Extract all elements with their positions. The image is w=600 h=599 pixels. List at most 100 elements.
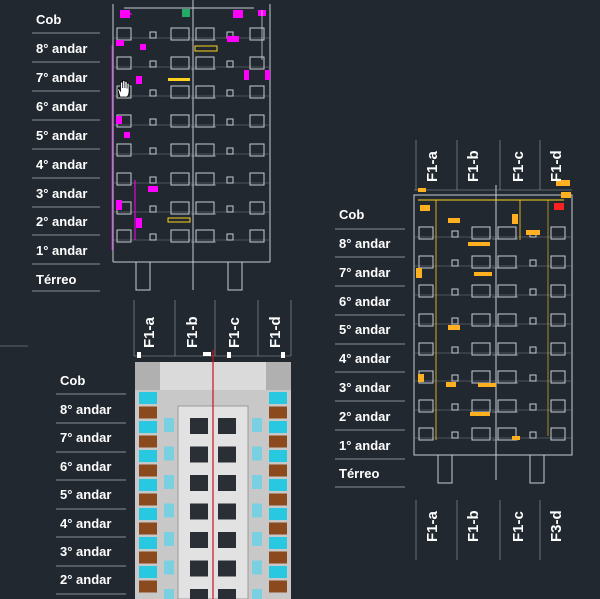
window xyxy=(249,229,265,243)
pipe-marker-magenta xyxy=(265,70,270,80)
shaft-tick xyxy=(203,352,211,356)
facade-panel xyxy=(139,537,157,549)
shaft-label-f1d: F1-d xyxy=(267,316,284,348)
window xyxy=(226,147,234,155)
window xyxy=(471,284,491,298)
window xyxy=(164,418,174,432)
window xyxy=(170,27,190,41)
pillar xyxy=(135,261,151,291)
window xyxy=(170,56,190,70)
window xyxy=(471,313,491,327)
window xyxy=(226,205,234,213)
window xyxy=(418,284,434,298)
floor-label-cob: Cob xyxy=(339,207,365,222)
facade-panel xyxy=(139,406,157,419)
window xyxy=(170,172,190,186)
window xyxy=(149,176,157,184)
shaft-tick xyxy=(281,352,285,358)
pipe-marker-magenta xyxy=(116,40,124,46)
window xyxy=(226,176,234,184)
window xyxy=(471,255,491,269)
window xyxy=(550,399,566,413)
pipe-marker-orange xyxy=(446,382,456,387)
window xyxy=(451,431,459,439)
floor-label-5: 5° andar xyxy=(60,487,112,502)
floor-label-5: 5° andar xyxy=(36,128,88,143)
window xyxy=(226,233,234,241)
facade-panel xyxy=(139,508,157,520)
facade-panel xyxy=(269,479,287,491)
window xyxy=(529,317,537,325)
facade-panel xyxy=(269,464,287,477)
facade-panel xyxy=(269,493,287,506)
window xyxy=(164,560,174,575)
floor-label-1: 1° andar xyxy=(36,243,88,258)
window xyxy=(164,446,174,461)
window xyxy=(252,560,262,575)
pipe-marker-orange xyxy=(526,230,540,235)
facade-panel xyxy=(139,566,157,578)
pillar xyxy=(529,454,545,484)
pipe-marker-orange xyxy=(561,192,571,198)
window xyxy=(218,418,236,434)
facade-panel xyxy=(139,464,157,477)
window xyxy=(471,427,491,441)
window xyxy=(190,589,208,599)
window xyxy=(164,589,174,599)
shaft-label-f1b: F1-b xyxy=(184,316,201,348)
facade-panel xyxy=(269,392,287,404)
facade-panel xyxy=(269,508,287,520)
pipe-marker-orange xyxy=(418,374,424,382)
facade-panel xyxy=(139,551,157,564)
pipe-marker-orange xyxy=(512,214,518,224)
shaft-label-f1a: F1-a xyxy=(141,317,158,348)
pipe-marker-magenta xyxy=(233,10,243,18)
shaft-label-f1a-top: F1-a xyxy=(424,151,441,182)
window xyxy=(249,85,265,99)
window xyxy=(550,255,566,269)
window xyxy=(164,475,174,489)
window xyxy=(418,255,434,269)
window xyxy=(170,114,190,128)
window xyxy=(116,172,132,186)
facade-panel xyxy=(269,580,287,593)
shaft-tick xyxy=(227,352,231,358)
window xyxy=(550,370,566,384)
window xyxy=(249,56,265,70)
facade-panel xyxy=(139,522,157,535)
pipe-marker-orange xyxy=(416,268,422,278)
window xyxy=(116,56,132,70)
pipe-marker-orange xyxy=(448,218,460,223)
floor-label-4: 4° andar xyxy=(339,351,391,366)
floor-label-5: 5° andar xyxy=(339,322,391,337)
facade-panel xyxy=(269,406,287,419)
window xyxy=(451,259,459,267)
window xyxy=(190,503,208,520)
pipe-marker-orange xyxy=(418,188,426,192)
facade-panel xyxy=(269,522,287,535)
window xyxy=(529,374,537,382)
window xyxy=(149,205,157,213)
window xyxy=(170,201,190,215)
window xyxy=(149,147,157,155)
window xyxy=(218,589,236,599)
floor-label-3: 3° andar xyxy=(36,186,88,201)
window xyxy=(529,288,537,296)
window xyxy=(249,201,265,215)
window xyxy=(451,346,459,354)
window xyxy=(550,342,566,356)
pipe-marker-magenta xyxy=(244,70,249,80)
window xyxy=(252,475,262,489)
pipe-marker-orange xyxy=(470,412,490,416)
facade-corner xyxy=(266,362,291,390)
window xyxy=(529,346,537,354)
floor-label-8: 8° andar xyxy=(36,41,88,56)
floor-label-7: 7° andar xyxy=(36,70,88,85)
window xyxy=(218,532,236,548)
floor-label-6: 6° andar xyxy=(36,99,88,114)
window xyxy=(529,259,537,267)
facade-panel xyxy=(269,566,287,578)
window xyxy=(418,427,434,441)
facade-panel xyxy=(269,551,287,564)
